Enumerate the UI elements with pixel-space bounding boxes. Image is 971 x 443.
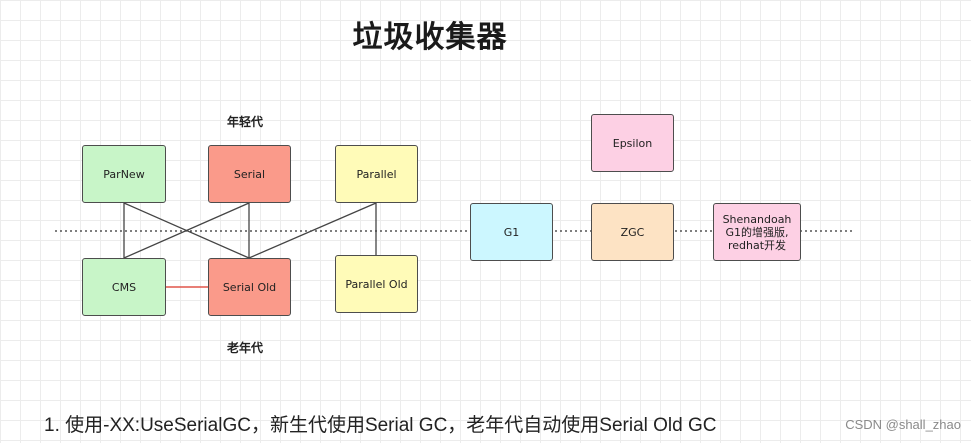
box-cms-label: CMS: [111, 280, 137, 294]
footer-note: 1. 使用-XX:UseSerialGC，新生代使用Serial GC，老年代自…: [44, 415, 717, 436]
label-young-generation: 年轻代: [227, 115, 264, 129]
box-parallel-old-label: Parallel Old: [345, 277, 408, 291]
box-serial-old-label: Serial Old: [222, 280, 277, 294]
box-cms[interactable]: CMS: [82, 258, 166, 316]
link-parallel-serialold: [248, 202, 377, 259]
box-g1[interactable]: G1: [470, 203, 553, 261]
diagram-title: 垃圾收集器: [352, 20, 508, 55]
box-parallel[interactable]: Parallel: [335, 145, 418, 203]
shenandoah-line-2: G1的增强版,: [725, 225, 789, 239]
box-parallel-label: Parallel: [356, 167, 397, 181]
watermark: CSDN @shall_zhao: [845, 417, 961, 432]
box-epsilon[interactable]: Epsilon: [591, 114, 674, 172]
box-zgc-label: ZGC: [620, 225, 645, 239]
box-g1-label: G1: [503, 225, 520, 239]
box-shenandoah[interactable]: Shenandoah G1的增强版, redhat开发: [713, 203, 801, 261]
box-epsilon-label: Epsilon: [612, 136, 653, 150]
box-parnew[interactable]: ParNew: [82, 145, 166, 203]
box-serial-label: Serial: [233, 167, 266, 181]
box-serial-old[interactable]: Serial Old: [208, 258, 291, 316]
shenandoah-line-1: Shenandoah: [722, 212, 792, 226]
link-serial-cms: [123, 202, 250, 259]
box-zgc[interactable]: ZGC: [591, 203, 674, 261]
label-old-generation: 老年代: [227, 341, 264, 355]
box-parnew-label: ParNew: [103, 167, 145, 181]
shenandoah-line-3: redhat开发: [727, 238, 787, 252]
box-serial[interactable]: Serial: [208, 145, 291, 203]
box-shenandoah-label: Shenandoah G1的增强版, redhat开发: [723, 213, 792, 252]
box-parallel-old[interactable]: Parallel Old: [335, 255, 418, 313]
